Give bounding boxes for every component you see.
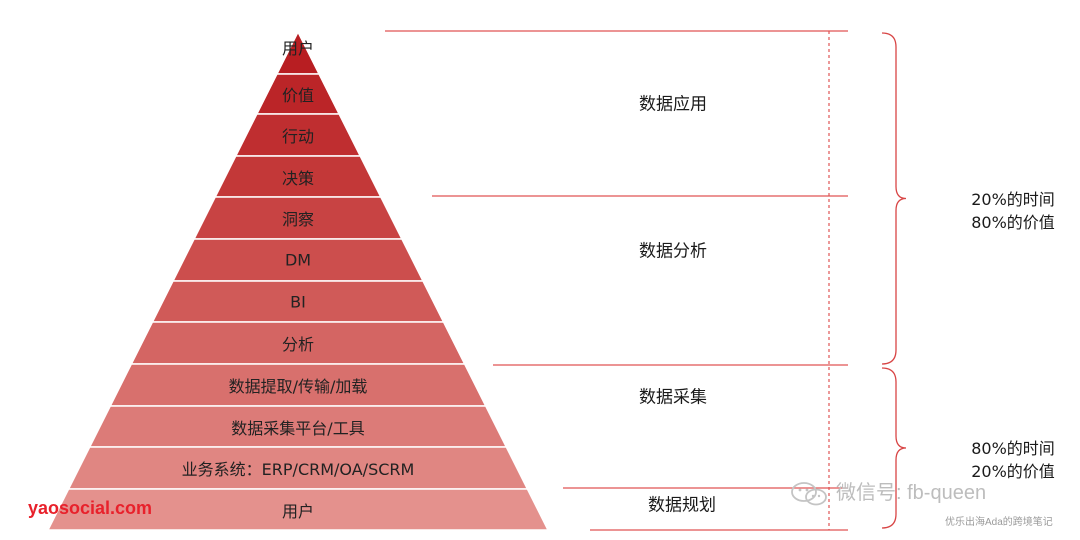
pyramid-layer-label: 数据提取/传输/加载 xyxy=(228,377,368,396)
stage-label: 数据采集 xyxy=(639,387,707,408)
pyramid-layer-label: 用户 xyxy=(281,39,315,58)
pyramid-layer-label: 行动 xyxy=(281,127,315,146)
pyramid-layer-11 xyxy=(46,488,550,531)
pyramid-layer-label: 分析 xyxy=(281,335,315,354)
pyramid-layer-label: 洞察 xyxy=(281,210,315,229)
stage-label: 数据分析 xyxy=(639,241,707,262)
author-watermark: 优乐出海Ada的跨境笔记 xyxy=(945,517,1053,528)
stage-label: 数据规划 xyxy=(648,495,716,516)
lower-note-line-2: 20%的价值 xyxy=(971,462,1055,481)
upper-note-line-2: 80%的价值 xyxy=(971,213,1055,232)
pyramid-layer-label: BI xyxy=(290,292,306,311)
wechat-watermark-text: 微信号: fb-queen xyxy=(836,482,987,504)
pyramid-layer-label: 业务系统：ERP/CRM/OA/SCRM xyxy=(181,460,415,479)
pyramid-layer-label: 决策 xyxy=(281,168,315,188)
pyramid-layer-label: DM xyxy=(284,250,312,270)
pyramid-layer-label: 数据采集平台/工具 xyxy=(231,418,365,438)
wechat-watermark: 微信号: fb-queen xyxy=(790,476,986,507)
upper-note-line-1: 20%的时间 xyxy=(971,190,1055,209)
lower-note-line-1: 80%的时间 xyxy=(971,439,1055,458)
wechat-icon xyxy=(791,481,827,506)
pyramid-layer-label: 价值 xyxy=(281,86,315,105)
stage-label: 数据应用 xyxy=(639,94,707,115)
pyramid-layer-label: 用户 xyxy=(281,501,315,521)
lower-note: 80%的时间 20%的价值 xyxy=(971,437,1055,483)
site-watermark: yaosocial.com xyxy=(28,498,153,518)
upper-note: 20%的时间 80%的价值 xyxy=(971,188,1055,234)
lower-bracket xyxy=(881,367,907,529)
upper-bracket xyxy=(881,32,907,365)
